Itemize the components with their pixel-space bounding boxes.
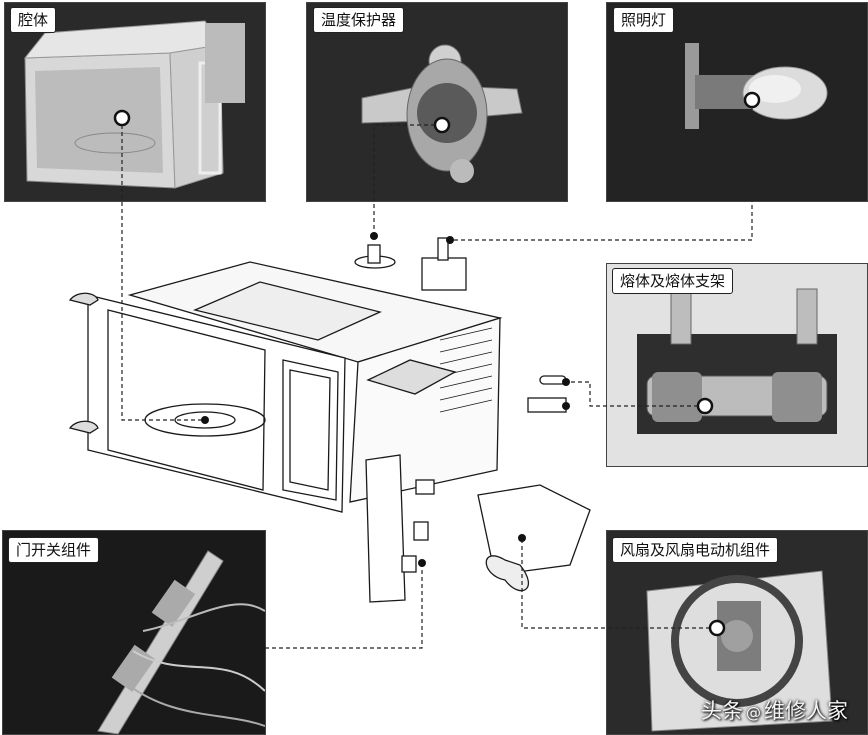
label-door-switch: 门开关组件 bbox=[8, 537, 100, 563]
label-thermal-protector: 温度保护器 bbox=[313, 7, 405, 33]
photo-door-switch bbox=[2, 530, 266, 735]
door-switch-photo-art bbox=[3, 531, 265, 734]
photo-fuse bbox=[606, 263, 868, 467]
label-fuse: 熔体及熔体支架 bbox=[612, 268, 734, 294]
label-lamp: 照明灯 bbox=[613, 7, 675, 33]
label-cavity: 腔体 bbox=[10, 7, 57, 33]
fuse-photo-art bbox=[607, 264, 867, 466]
watermark: 头条@维修人家 bbox=[701, 695, 848, 725]
cavity-side bbox=[349, 317, 501, 503]
watermark-account: 维修人家 bbox=[764, 699, 848, 723]
at-sign-icon: @ bbox=[746, 704, 761, 722]
label-fan: 风扇及风扇电动机组件 bbox=[612, 537, 779, 563]
watermark-platform: 头条 bbox=[701, 699, 743, 723]
